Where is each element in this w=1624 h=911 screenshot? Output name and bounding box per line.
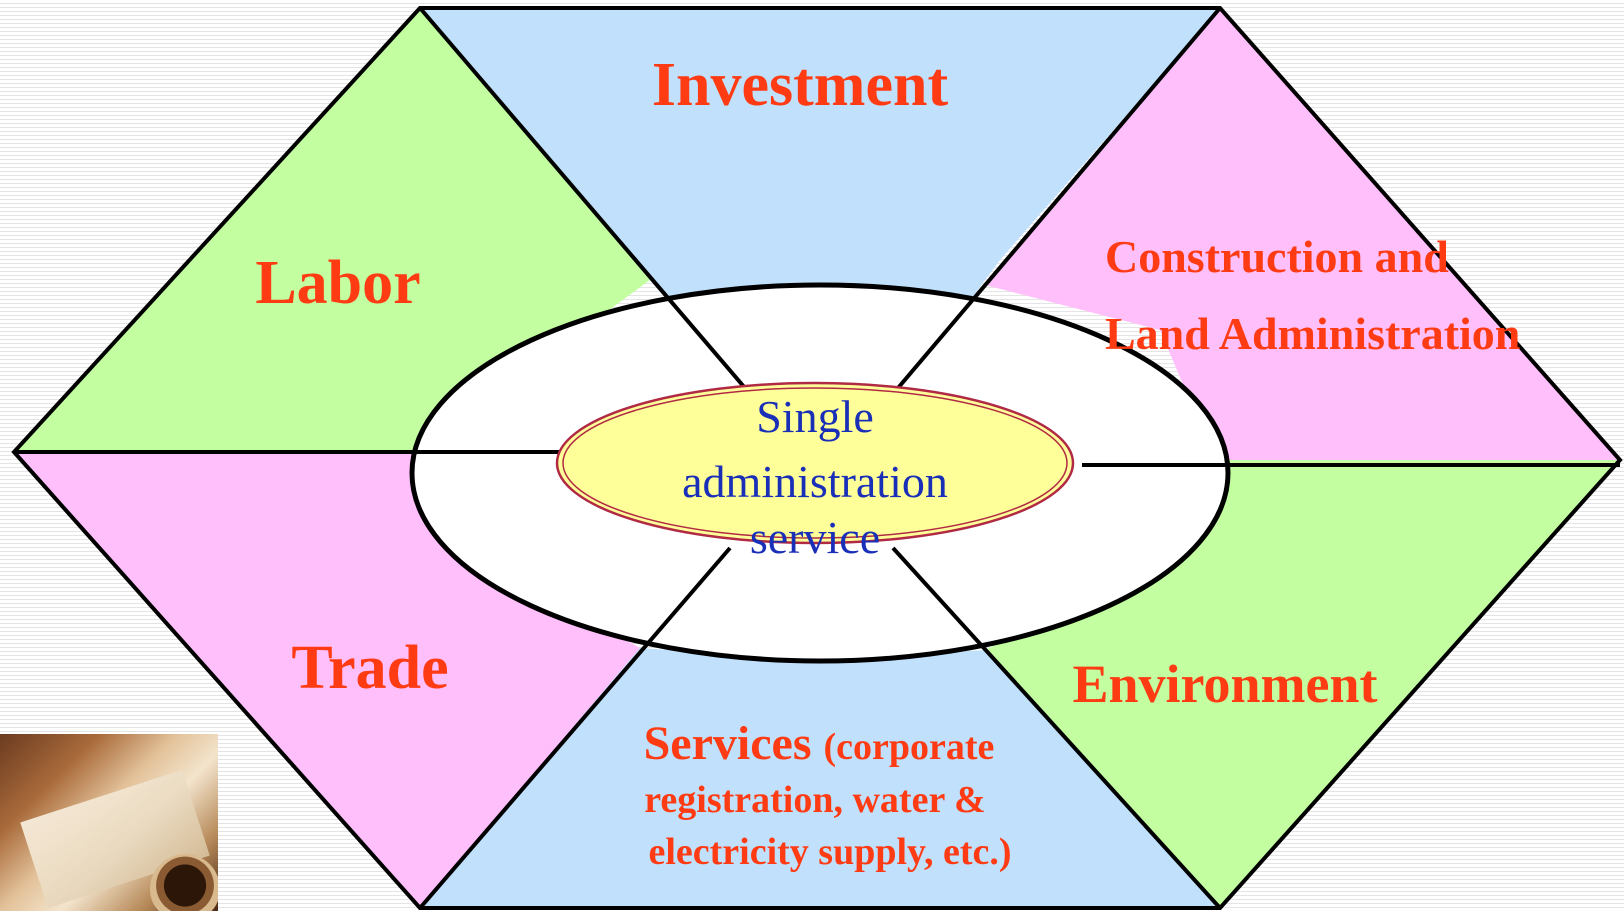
label-services-line3: electricity supply, etc.) — [648, 831, 1011, 873]
center-ellipse — [555, 381, 1075, 545]
sector-labor — [14, 8, 650, 452]
photo-coffee-cup — [150, 854, 218, 911]
label-construction-line2: Land Administration — [1105, 308, 1520, 359]
spoke-investment-construction — [896, 6, 1222, 390]
label-services-bold: Services — [644, 717, 812, 770]
label-services-paren: (corporate — [824, 726, 995, 768]
label-environment: Environment — [1072, 654, 1377, 714]
label-construction-line1: Construction and — [1105, 231, 1449, 282]
spoke-trade-services — [418, 546, 732, 910]
center-ellipse-inner-border — [562, 387, 1068, 539]
spoke-environment-services — [891, 546, 1222, 910]
sector-investment — [420, 8, 1220, 395]
label-services-line1: Services (corporate — [644, 717, 995, 770]
label-investment: Investment — [652, 51, 949, 119]
label-services-line2: registration, water & — [644, 779, 986, 821]
label-labor: Labor — [255, 249, 420, 317]
sector-construction — [985, 8, 1620, 460]
sector-services — [420, 648, 1220, 908]
center-label-line3: service — [750, 512, 880, 563]
spoke-investment-labor — [418, 6, 747, 390]
label-trade: Trade — [291, 634, 448, 702]
decorative-photo — [0, 734, 218, 911]
center-label-line2: administration — [682, 456, 948, 507]
center-label-line1: Single — [756, 391, 874, 442]
